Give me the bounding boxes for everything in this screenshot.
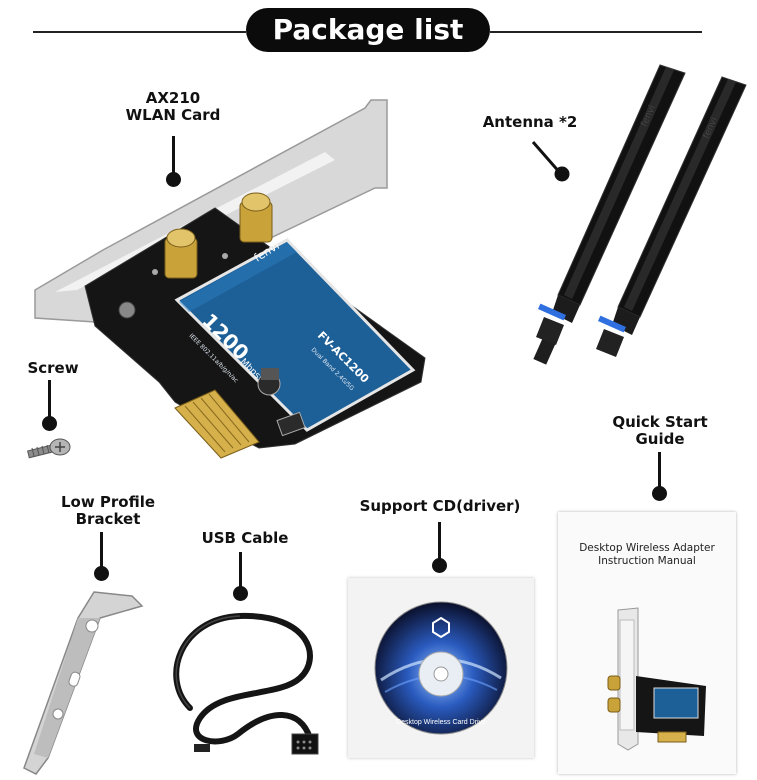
- usb-cable-image: [173, 612, 319, 755]
- guide-label: Quick Start Guide: [600, 414, 720, 448]
- header-rule-right: [490, 31, 702, 33]
- bracket-label-line1: Low Profile: [60, 493, 156, 511]
- guide-label-line1: Quick Start: [612, 413, 708, 431]
- usb-cable-pointer-dot: [233, 586, 248, 601]
- guide-manual-illustration: [607, 607, 706, 751]
- usb-cable-label: USB Cable: [201, 529, 289, 547]
- wlan-card-label: AX210 WLAN Card: [108, 90, 238, 124]
- guide-manual-title: Desktop Wireless Adapter Instruction Man…: [558, 542, 736, 568]
- wlan-card-label-line1: AX210: [145, 89, 201, 107]
- cd-disc-image: Desktop Wireless Card Drive: [374, 601, 508, 735]
- page-title: Package list: [246, 8, 490, 52]
- guide-manual-line2: Instruction Manual: [598, 555, 696, 567]
- bracket-pointer-dot: [94, 566, 109, 581]
- wlan-card-label-line2: WLAN Card: [125, 106, 221, 124]
- antenna-pointer: [531, 141, 570, 182]
- screw-label: Screw: [27, 359, 79, 377]
- cd-label: Support CD(driver): [359, 497, 521, 515]
- screw-pointer-dot: [42, 416, 57, 431]
- antenna-image: fenvi fenvi: [533, 64, 747, 365]
- guide-label-line2: Guide: [635, 430, 685, 448]
- cd-disc-text: Desktop Wireless Card Drive: [396, 719, 486, 726]
- guide-pointer-dot: [652, 486, 667, 501]
- screw-pointer-stem: [48, 380, 51, 418]
- bracket-label-line2: Bracket: [75, 510, 141, 528]
- screw-image: [27, 438, 71, 459]
- wlan-card-pointer-dot: [166, 172, 181, 187]
- guide-manual-line1: Desktop Wireless Adapter: [579, 542, 715, 554]
- wlan-card-image: fenvi 1200 Mbps IEEE 802.11a/b/g/n/ac FV…: [34, 99, 426, 459]
- wlan-card-pointer-stem: [172, 136, 175, 178]
- guide-manual: Desktop Wireless Adapter Instruction Man…: [558, 512, 736, 774]
- cd-pointer-stem: [438, 522, 441, 562]
- antenna-label: Antenna *2: [482, 113, 578, 131]
- bracket-image: [23, 591, 144, 775]
- cd-pointer-dot: [432, 558, 447, 573]
- header-rule-left: [33, 31, 246, 33]
- bracket-label: Low Profile Bracket: [48, 494, 168, 528]
- guide-pointer-stem: [658, 452, 661, 490]
- usb-cable-pointer-stem: [239, 552, 242, 590]
- bracket-pointer-stem: [100, 532, 103, 570]
